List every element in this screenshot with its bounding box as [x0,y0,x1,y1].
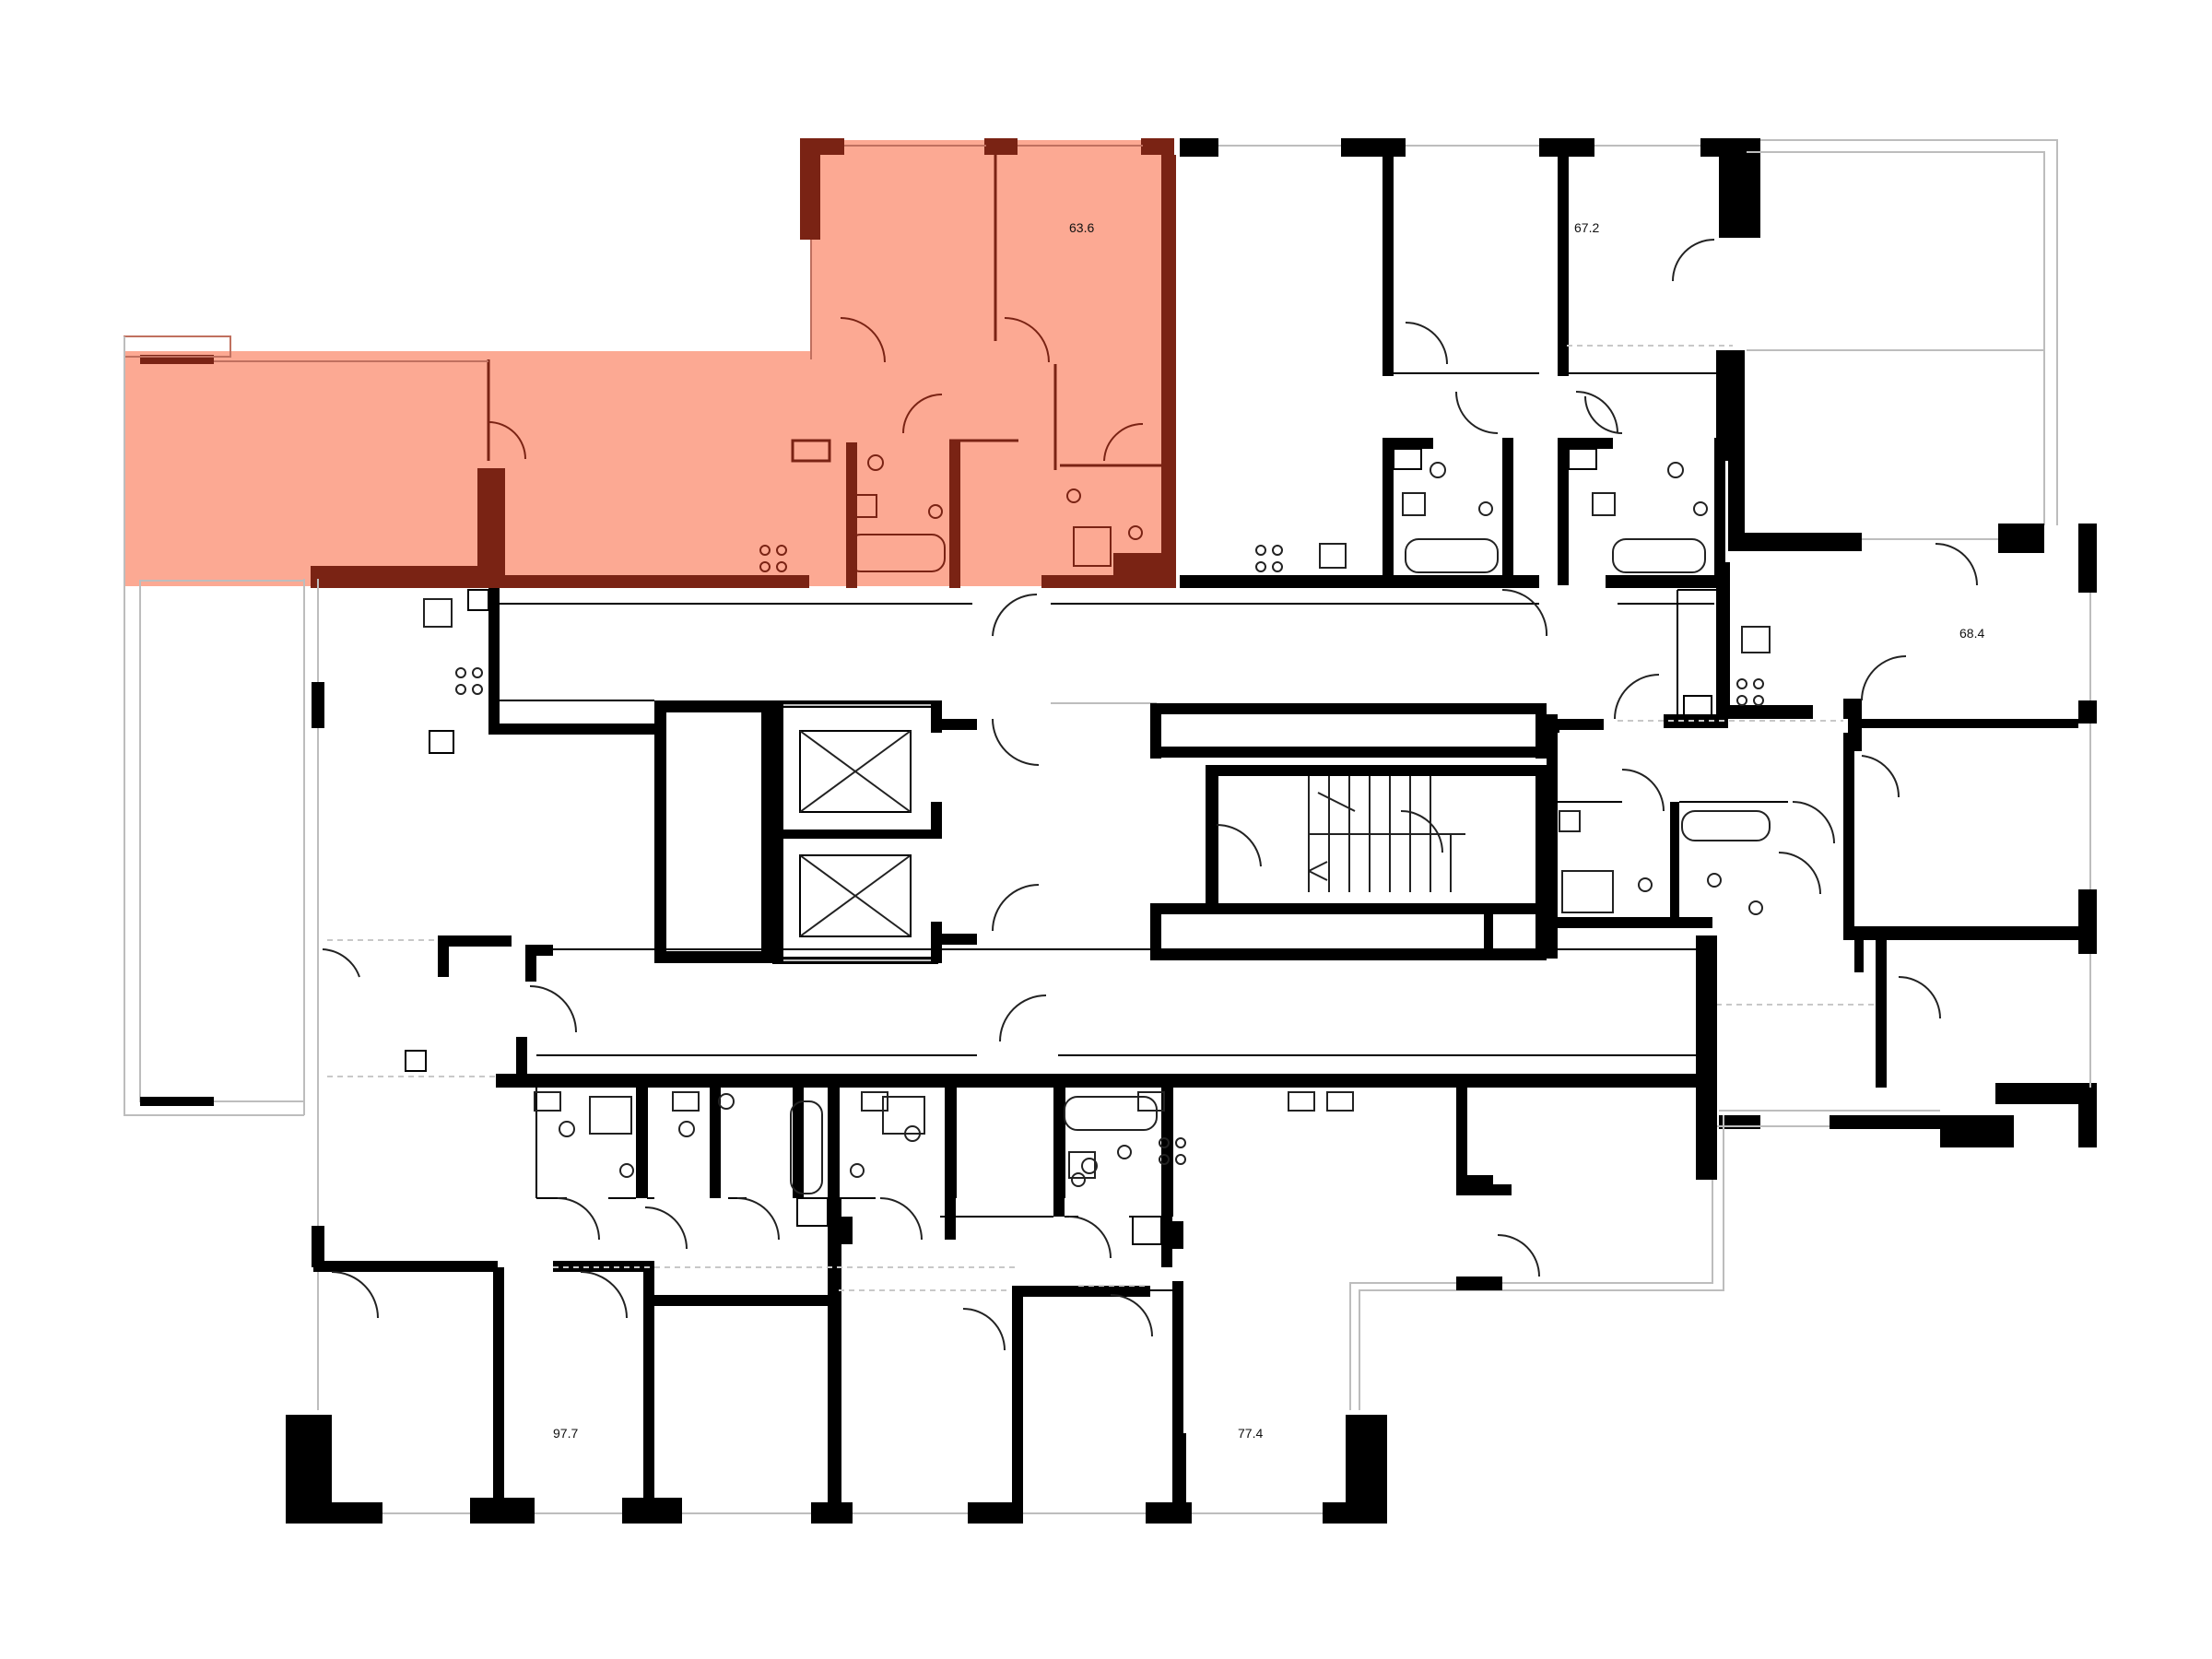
fixtures [455,462,1771,1194]
apartment-area-63-6[interactable]: 63.6 [1069,220,1094,235]
highlighted-apartment[interactable] [124,138,1176,588]
area-labels: 63.6 67.2 68.4 97.7 77.4 [553,220,1984,1441]
apartment-highlight-area [124,140,1173,586]
doors [322,239,1978,1351]
interior-walls [313,155,2078,1507]
apartment-area-77-4[interactable]: 77.4 [1238,1426,1263,1441]
apartment-area-67-2[interactable]: 67.2 [1574,220,1599,235]
apartment-area-97-7[interactable]: 97.7 [553,1426,578,1441]
apartment-area-68-4[interactable]: 68.4 [1959,626,1984,641]
